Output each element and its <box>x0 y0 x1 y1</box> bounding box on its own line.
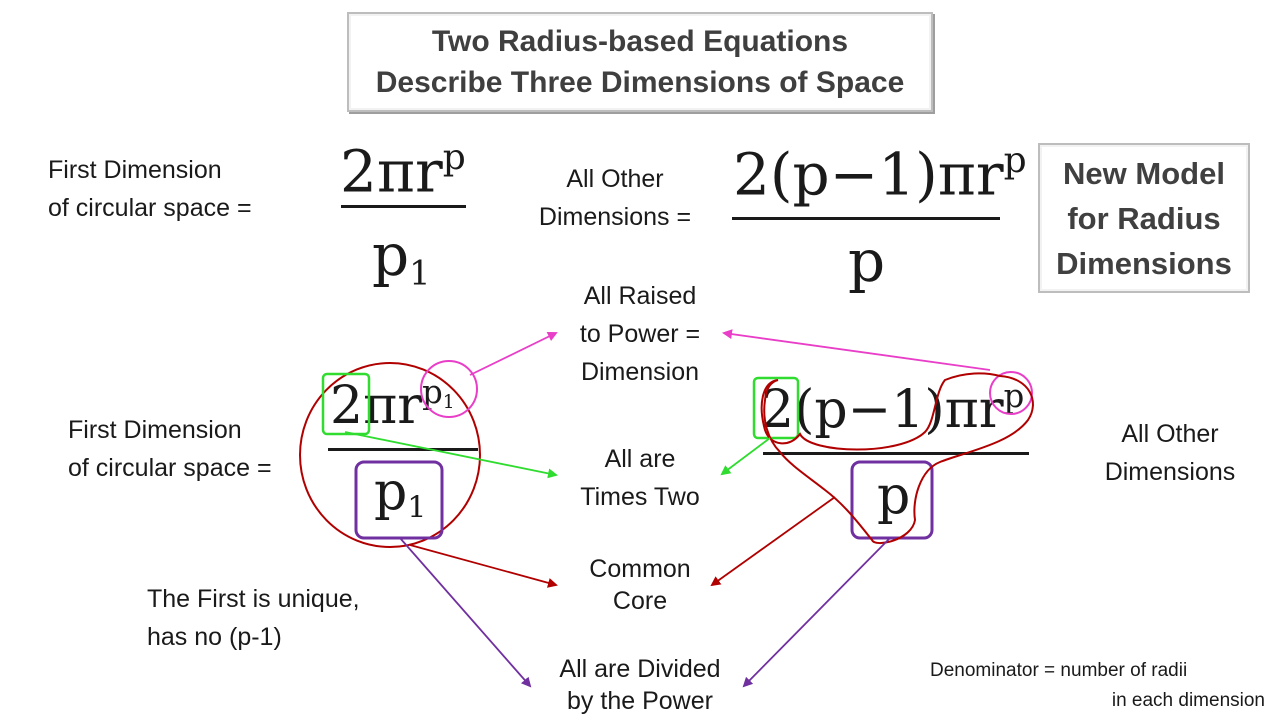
model-box-line-1: New Model <box>1063 155 1225 191</box>
top-right-fraction-bar <box>732 217 1000 220</box>
title-line-1: Two Radius-based Equations <box>431 25 849 58</box>
divided-line-2: by the Power <box>567 687 713 715</box>
common-core-annotation: Common Core <box>540 553 740 617</box>
title-box: Two Radius-based Equations Describe Thre… <box>347 12 933 112</box>
pink-arrow-left <box>469 332 558 376</box>
left-two-highlight <box>321 372 371 436</box>
bottom-left-denominator-base: p <box>374 462 408 522</box>
green-arrow-left <box>344 431 558 479</box>
bottom-left-label-line-1: First Dimension <box>68 416 242 444</box>
model-box-line-3: Dimensions <box>1056 245 1232 281</box>
top-left-fraction-bar <box>341 205 466 208</box>
bottom-left-numerator: 2πrp1 <box>330 376 455 432</box>
top-left-label-line-1: First Dimension <box>48 156 222 184</box>
bottom-left-label: First Dimension of circular space = <box>68 411 272 487</box>
top-right-numerator: 2(p−1)πrp <box>733 140 1027 204</box>
title-line-2: Describe Three Dimensions of Space <box>375 66 905 99</box>
top-left-denominator-subscript: 1 <box>409 253 431 293</box>
denominator-note-line-2: in each dimension <box>1111 690 1265 711</box>
top-left-label: First Dimension of circular space = <box>48 151 252 227</box>
bottom-left-denominator: p1 <box>374 466 426 524</box>
bottom-right-power: p <box>1003 377 1025 415</box>
top-right-numerator-base: 2(p−1)πr <box>733 140 1004 209</box>
bottom-right-core: πr <box>944 379 1004 440</box>
top-left-numerator-base: 2πr <box>340 137 443 206</box>
model-box-line-2: for Radius <box>1067 200 1221 236</box>
right-power-highlight <box>989 371 1033 415</box>
raised-line-3: Dimension <box>580 358 700 386</box>
red-arrow-right <box>710 496 836 587</box>
bottom-right-numerator: 2(p−1)πrp <box>761 380 1024 436</box>
top-right-label-line-2: Dimensions = <box>538 203 692 231</box>
bottom-right-fraction-bar <box>763 452 1029 455</box>
bottom-right-denominator: p <box>877 466 911 526</box>
bottom-left-denominator-subscript: 1 <box>407 490 427 526</box>
bottom-left-power-base: p <box>422 373 443 411</box>
denominator-note: Denominator = number of radii in each di… <box>930 656 1265 716</box>
bottom-left-coefficient: 2 <box>330 375 364 436</box>
left-common-core-circle <box>299 362 481 548</box>
top-left-denominator-base: p <box>372 221 410 289</box>
top-left-denominator: p1 <box>372 226 431 290</box>
top-left-numerator: 2πrp <box>340 137 466 201</box>
unique-line-2: has no (p-1) <box>147 623 282 651</box>
divided-by-power-annotation: All are Divided by the Power <box>520 653 760 717</box>
times-two-line-2: Times Two <box>580 483 700 511</box>
top-right-numerator-power: p <box>1003 140 1027 181</box>
bottom-right-label-line-1: All Other <box>1121 420 1219 448</box>
top-left-label-line-2: of circular space = <box>48 194 252 222</box>
right-denominator-highlight <box>850 460 934 540</box>
bottom-left-label-line-2: of circular space = <box>68 454 272 482</box>
times-two-annotation: All are Times Two <box>540 440 740 516</box>
top-right-label-line-1: All Other <box>566 165 664 193</box>
model-box: New Model for Radius Dimensions <box>1038 143 1250 293</box>
bottom-left-core: πr <box>363 375 423 436</box>
raised-line-2: to Power = <box>579 320 701 348</box>
divided-line-1: All are Divided <box>559 655 721 683</box>
right-two-highlight <box>752 376 800 440</box>
raised-line-1: All Raised <box>583 282 697 310</box>
bottom-left-fraction-bar <box>328 448 478 451</box>
unique-line-1: The First is unique, <box>147 585 360 613</box>
denominator-note-line-1: Denominator = number of radii <box>930 660 1188 681</box>
right-common-core-outline <box>760 372 1034 545</box>
top-right-label: All Other Dimensions = <box>520 160 710 236</box>
top-left-numerator-power: p <box>442 137 466 178</box>
bottom-right-label-line-2: Dimensions <box>1104 458 1236 486</box>
left-denominator-highlight <box>354 460 444 540</box>
top-right-denominator: p <box>848 227 886 295</box>
common-core-line-2: Core <box>612 587 668 615</box>
bottom-right-label: All Other Dimensions <box>1090 415 1250 491</box>
common-core-line-1: Common <box>589 555 691 583</box>
bottom-left-power-subscript: 1 <box>442 392 455 414</box>
bottom-right-factor: (p−1) <box>794 379 945 440</box>
bottom-left-power: p1 <box>422 373 455 414</box>
left-power-highlight <box>420 360 478 418</box>
first-unique-annotation: The First is unique, has no (p-1) <box>147 580 360 656</box>
times-two-line-1: All are <box>604 445 676 473</box>
purple-arrow-left <box>399 537 532 688</box>
pink-arrow-right <box>722 329 991 371</box>
purple-arrow-right <box>742 537 891 688</box>
green-arrow-right <box>720 437 771 476</box>
red-arrow-left <box>409 544 558 588</box>
raised-to-power-annotation: All Raised to Power = Dimension <box>540 277 740 391</box>
